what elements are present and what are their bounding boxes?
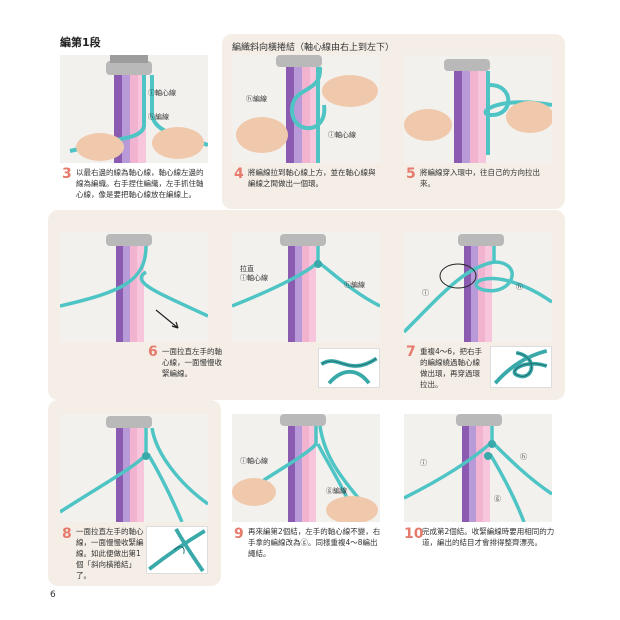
step-6-number: 6 <box>148 344 158 360</box>
step-3-label-core: ⓘ軸心線 <box>148 89 176 97</box>
step-3-photo <box>60 55 208 163</box>
step-3-caption: 以最右邊的線為軸心線，軸心線左邊的線為編織。右手捏住編織，左手抓住軸心線，像是要… <box>76 168 204 199</box>
step-8-photo <box>60 414 208 522</box>
step-6b-label-weave: ⓗ編線 <box>344 281 365 289</box>
step-4-caption: 將編線拉到軸心線上方，並在軸心線與編線之間做出一個環。 <box>248 168 376 188</box>
step-9-number: 9 <box>234 526 244 542</box>
step-5-caption: 將編線穿入環中，往自己的方向拉出來。 <box>420 168 540 188</box>
step-4-number: 4 <box>234 166 244 182</box>
step-10-label-g: ⓖ <box>494 495 501 503</box>
step-4-photo <box>232 55 380 163</box>
step-9-label-core: ⓘ軸心線 <box>240 457 268 465</box>
step-10-label-h: ⓗ <box>520 453 527 461</box>
step-3-number: 3 <box>62 166 72 182</box>
step-7-label-core: ⓘ <box>422 289 429 297</box>
sub-title: 編織斜向橫捲結（軸心線由右上到左下） <box>232 43 395 53</box>
step-9-label-weave: ⓖ編線 <box>326 487 347 495</box>
page-number: 6 <box>50 590 56 600</box>
step-7-inset-diagram <box>490 346 552 388</box>
step-7-caption: 重複4～6，把右手的編線繞過軸心線做出環，再穿過環拉出。 <box>420 347 483 389</box>
step-10-label-core: ⓘ <box>420 459 427 467</box>
step-3-label-weave: ⓗ編線 <box>148 113 169 121</box>
step-5-photo <box>404 55 552 163</box>
step-10-number: 10 <box>404 526 424 542</box>
step-9-photo <box>232 414 380 522</box>
step-5-number: 5 <box>406 166 416 182</box>
step-7-photo <box>404 232 552 342</box>
step-7-label-weave: ⓗ <box>516 283 523 291</box>
step-10-photo <box>404 414 552 522</box>
step-8-inset-diagram <box>146 526 208 574</box>
step-9-caption: 再來編第2個結，左手的軸心線不變，右手拿的編線改為ⓖ。同樣重複4～8編出繩結。 <box>248 527 381 558</box>
step-8-caption: 一面拉直左手的軸心線，一面慢慢收緊編線。如此便做出第1個「斜向橫捲結」了。 <box>76 527 144 580</box>
step-4-label-weave: ⓗ編線 <box>246 95 267 103</box>
step-6b-label-straighten: 拉直 <box>240 265 254 273</box>
step-6-inset-diagram <box>318 348 380 388</box>
step-6-photo <box>60 232 208 342</box>
section-title: 編第1段 <box>60 36 101 49</box>
step-6b-label-core: ⓘ軸心線 <box>240 274 268 282</box>
step-4-label-core: ⓘ軸心線 <box>328 131 356 139</box>
step-6-caption: 一面拉直左手的軸心線，一面慢慢收緊編線。 <box>162 347 222 378</box>
step-6b-photo <box>232 232 380 342</box>
step-10-caption: 完成第2個結。收緊編線時要用相同的力道，編出的結目才會排得整齊漂亮。 <box>422 527 555 547</box>
step-8-number: 8 <box>62 526 72 542</box>
step-7-number: 7 <box>406 344 416 360</box>
